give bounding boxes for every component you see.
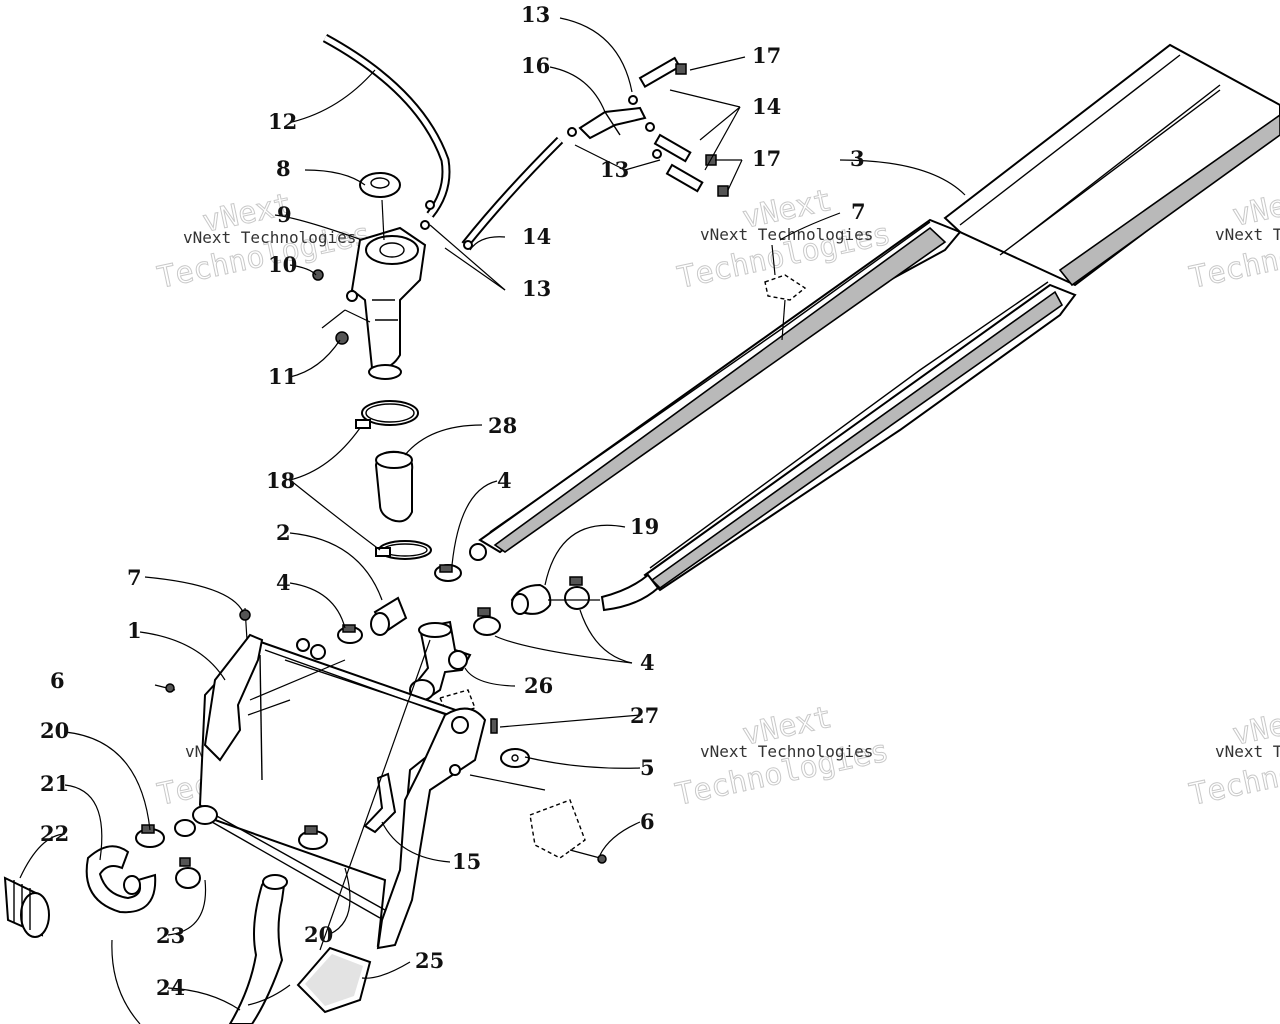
part-21-elbow-hose xyxy=(85,845,157,914)
callout-1: 1 xyxy=(127,618,142,643)
watermark-left-top: vNext Technologies vNext Technologies xyxy=(154,186,374,296)
part-10-screw xyxy=(312,269,358,302)
callout-21: 21 xyxy=(40,771,69,796)
callout-12: 12 xyxy=(268,109,297,134)
callout-13-top: 13 xyxy=(521,2,550,27)
part-20-clamp-right xyxy=(298,825,328,850)
callout-4-right: 4 xyxy=(640,650,655,675)
svg-text:vNext Technologies: vNext Technologies xyxy=(183,228,356,247)
leader-lines xyxy=(19,17,966,1024)
part-23-clamp xyxy=(175,857,201,889)
part-7-plug-left xyxy=(239,607,251,641)
callout-4-top: 4 xyxy=(497,468,512,493)
part-28-short-hose xyxy=(374,450,414,523)
part-18-hose-clamp-upper xyxy=(355,400,419,429)
watermark-right-top: vNext Technologies vNext Technologies xyxy=(1186,180,1280,296)
callout-8: 8 xyxy=(276,156,291,181)
callout-13-lower: 13 xyxy=(522,276,551,301)
part-6-fastener-left xyxy=(154,683,176,693)
callout-27: 27 xyxy=(630,703,659,728)
callout-24: 24 xyxy=(156,975,185,1000)
callout-6-right: 6 xyxy=(640,809,655,834)
part-16-tee-fitting xyxy=(567,56,729,197)
part-3-heat-exchanger-rails xyxy=(469,43,1280,612)
watermark-right-bottom: vNext Technologies vNext Technologies xyxy=(1186,699,1280,813)
part-27-screw xyxy=(490,718,498,734)
callout-26: 26 xyxy=(524,673,553,698)
callout-6-left: 6 xyxy=(50,668,65,693)
part-8-radiator-cap xyxy=(359,172,401,198)
svg-text:vNext Technologies: vNext Technologies xyxy=(700,742,873,761)
callout-3: 3 xyxy=(850,146,865,171)
callout-9: 9 xyxy=(277,202,292,227)
callout-16: 16 xyxy=(521,53,550,78)
part-22-hose-segment xyxy=(3,876,50,938)
part-6-fastener-right xyxy=(529,799,607,864)
callout-23: 23 xyxy=(156,923,185,948)
callout-25: 25 xyxy=(415,948,444,973)
part-24-long-hose xyxy=(228,874,288,1024)
callout-2: 2 xyxy=(276,520,291,545)
svg-text:vNext Technologies: vNext Technologies xyxy=(1215,742,1280,761)
callout-17-top: 17 xyxy=(752,43,781,68)
callout-28: 28 xyxy=(488,413,517,438)
part-25-pad xyxy=(296,946,372,1014)
callout-13-mid: 13 xyxy=(600,157,629,182)
watermark-center-bottom: vNext Technologies vNext Technologies xyxy=(672,699,892,813)
part-14-hose-center xyxy=(461,136,564,248)
part-19-elbow-hose xyxy=(510,576,600,615)
callout-15: 15 xyxy=(452,849,481,874)
part-11-bolt xyxy=(321,309,371,345)
callout-7-left: 7 xyxy=(127,565,142,590)
part-7-plug-top xyxy=(764,244,807,341)
callout-20-left: 20 xyxy=(40,718,69,743)
callout-22: 22 xyxy=(40,821,69,846)
part-15-mount-bracket xyxy=(363,772,397,834)
callout-14-top: 14 xyxy=(752,94,781,119)
callout-17-mid: 17 xyxy=(752,146,781,171)
callout-20-right: 20 xyxy=(304,922,333,947)
part-18-hose-clamp-lower xyxy=(375,540,432,560)
callout-14-mid: 14 xyxy=(522,224,551,249)
svg-text:vNext Technologies: vNext Technologies xyxy=(700,225,873,244)
part-4-clamp-right xyxy=(473,607,501,636)
part-13-small-clamps xyxy=(420,200,473,250)
part-2-connector-hose xyxy=(370,596,408,636)
part-26-y-connector xyxy=(409,620,476,716)
part-4-clamp-left xyxy=(337,624,363,644)
callout-7-top: 7 xyxy=(851,199,866,224)
part-5-gasket-plate xyxy=(469,748,546,791)
part-4-clamp-top xyxy=(434,564,462,582)
svg-text:vNext Technologies: vNext Technologies xyxy=(1215,225,1280,244)
callout-labels: 13 17 16 14 12 17 3 13 8 7 9 14 10 13 11… xyxy=(40,2,866,1000)
callout-19: 19 xyxy=(630,514,659,539)
callout-18: 18 xyxy=(266,468,295,493)
part-9-filler-neck xyxy=(350,199,427,380)
callout-5: 5 xyxy=(640,755,655,780)
callout-4-left: 4 xyxy=(276,570,291,595)
callout-11: 11 xyxy=(268,364,297,389)
callout-10: 10 xyxy=(268,252,297,277)
part-12-vent-hose xyxy=(322,34,451,218)
